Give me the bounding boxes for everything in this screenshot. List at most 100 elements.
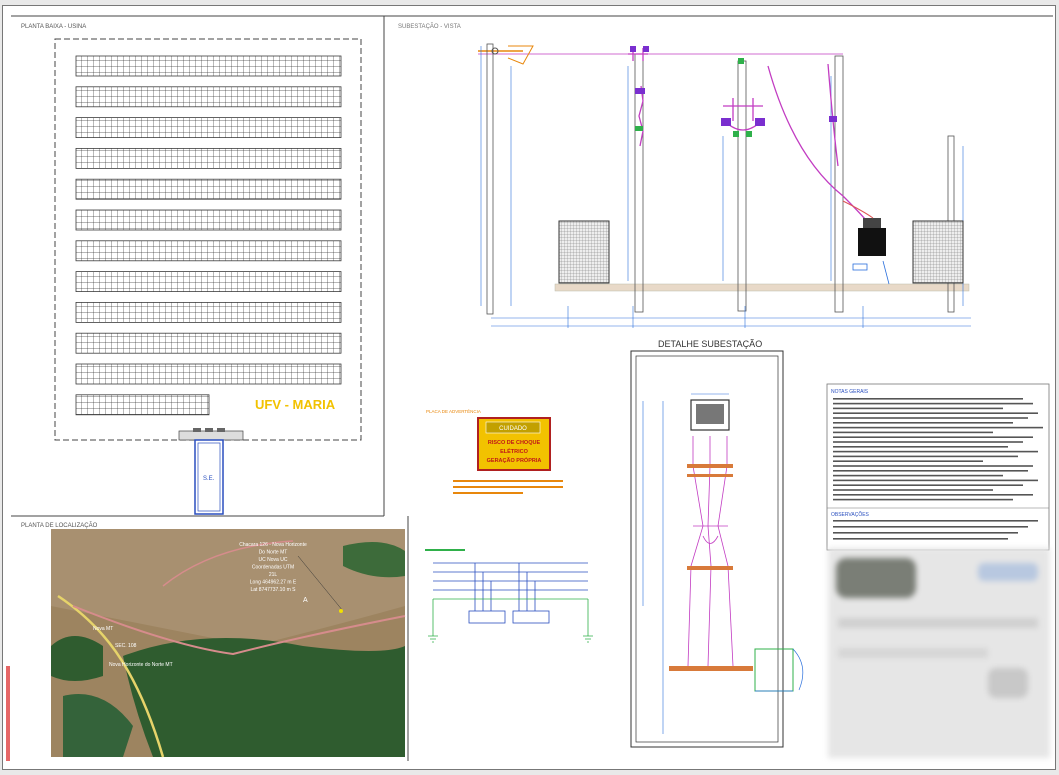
inverter-unit: [217, 428, 225, 432]
panel-row: [75, 240, 342, 262]
note-line: [833, 422, 1013, 424]
substation-elevation-title: SUBESTAÇÃO - VISTA: [398, 23, 461, 30]
detail-frame: [630, 350, 784, 748]
forest-area: [123, 638, 405, 757]
note-line: [833, 498, 1013, 501]
location-title: PLANTA DE LOCALIZAÇÃO: [21, 522, 98, 529]
transformer: [858, 228, 886, 256]
panel-row: [75, 147, 342, 169]
note-line: [833, 431, 993, 434]
side-stamp: [6, 666, 10, 761]
substation-detail: DETALHE SUBESTAÇÃO: [630, 339, 804, 748]
detail-busbars: [669, 464, 753, 671]
pole: [486, 43, 494, 315]
substation-elevation: SUBESTAÇÃO - VISTA: [398, 23, 971, 328]
bus-lines: [433, 562, 588, 611]
panel-row: [75, 55, 342, 77]
panel-row: [75, 86, 342, 108]
note-line: [833, 526, 1028, 528]
notes-frame: [826, 383, 1050, 551]
city-label: Nova Horizonte do Norte MT: [109, 662, 173, 668]
svg-text:PLACA DE ADVERTÊNCIA: PLACA DE ADVERTÊNCIA: [426, 407, 481, 414]
warning-plate: PLACA DE ADVERTÊNCIA CUIDADO RISCO DE CH…: [426, 407, 563, 494]
note-line: [833, 494, 1033, 496]
detail-connections: [687, 436, 734, 667]
warning-line-2: ELÉTRICO: [500, 447, 529, 455]
drawing-canvas: PLANTA BAIXA - USINA UFV - MARIA S.E. PL…: [6, 15, 1053, 761]
inverter-unit: [193, 428, 201, 432]
notes-title: NOTAS GERAIS: [831, 389, 869, 395]
inverter-unit: [205, 428, 213, 432]
map-info-line: Coordenadas UTM: [252, 565, 294, 571]
pole: [737, 60, 747, 312]
panel-row: [75, 178, 342, 200]
note-line: [833, 402, 1033, 405]
utm-label: SEC. 108: [115, 643, 137, 649]
arresters: [635, 58, 752, 137]
panel-row: [75, 394, 210, 416]
panel-rows: [75, 55, 342, 416]
road-label: Nova MT: [93, 626, 113, 632]
map-info-line: Long 464962.27 m E: [250, 580, 297, 586]
note-line: [833, 407, 1003, 410]
panel-row: [75, 117, 342, 138]
note-line: [833, 474, 1003, 477]
note-line: [833, 532, 1018, 534]
property-line: [72, 605, 406, 656]
plant-view-title: PLANTA BAIXA - USINA: [21, 24, 86, 30]
sheet-frame: [11, 15, 1053, 761]
detail-gate: [754, 648, 794, 692]
map-info-line: Lat 8747737.10 m S: [250, 587, 296, 593]
note-line: [833, 441, 1023, 443]
map-info-line: Chacara 126 - Nova Horizonte: [239, 542, 307, 548]
note-line: [833, 538, 1008, 540]
note-line: [833, 484, 1023, 486]
substation-box-inner: [197, 442, 221, 512]
note-line: [833, 412, 1038, 414]
substation-box: [194, 439, 224, 515]
plant-view: PLANTA BAIXA - USINA UFV - MARIA S.E.: [21, 24, 362, 515]
ground-line: [554, 283, 970, 292]
map-info-line: UC Nova UC: [259, 557, 288, 563]
site-point: [339, 609, 343, 613]
note-line: [833, 398, 1023, 400]
road-yellow: [57, 594, 165, 758]
note-line: [833, 436, 1033, 438]
warning-line-1: RISCO DE CHOQUE: [488, 440, 541, 446]
note-line: [833, 520, 1038, 522]
note-line: [833, 479, 1038, 482]
note-line: [833, 450, 1038, 453]
switch-nodes: [630, 46, 837, 126]
notes-block: NOTAS GERAIS OBSERVAÇÕES: [826, 383, 1050, 551]
note-line: [833, 465, 1033, 467]
note-line: [833, 417, 1028, 419]
note-line: [833, 489, 993, 491]
note-line: [833, 455, 1018, 458]
right-enclosure: [912, 220, 964, 284]
note-line: [833, 446, 1008, 448]
warning-line-3: GERAÇÃO PRÓPRIA: [487, 456, 542, 464]
panel-row: [75, 301, 342, 323]
substation-label: S.E.: [203, 476, 215, 482]
pole: [834, 55, 844, 313]
title-block-blurred: [828, 548, 1050, 758]
note-line: [833, 460, 983, 462]
panel-row: [75, 332, 342, 354]
left-enclosure: [558, 220, 610, 284]
map-info-line: Do Norte MT: [259, 550, 288, 556]
note-lines: [833, 398, 1043, 540]
single-line-diagram: [425, 549, 593, 643]
panel-row: [75, 363, 342, 385]
detail-dimensions: [642, 393, 729, 734]
inverter-2: [512, 610, 550, 624]
substation-detail-title: DETALHE SUBESTAÇÃO: [658, 339, 762, 349]
note-line: [833, 470, 1028, 472]
dimension-lines: [480, 46, 971, 328]
panel-row: [75, 271, 342, 293]
panel-row: [75, 209, 342, 231]
warning-header: CUIDADO: [499, 426, 527, 432]
map-info-line: 21L: [269, 572, 278, 578]
map-info: Chacara 126 - Nova Horizonte Do Norte MTU…: [239, 542, 307, 593]
plant-name-label: UFV - MARIA: [255, 397, 336, 412]
drawing-sheet: PLANTA BAIXA - USINA UFV - MARIA S.E. PL…: [2, 5, 1056, 770]
